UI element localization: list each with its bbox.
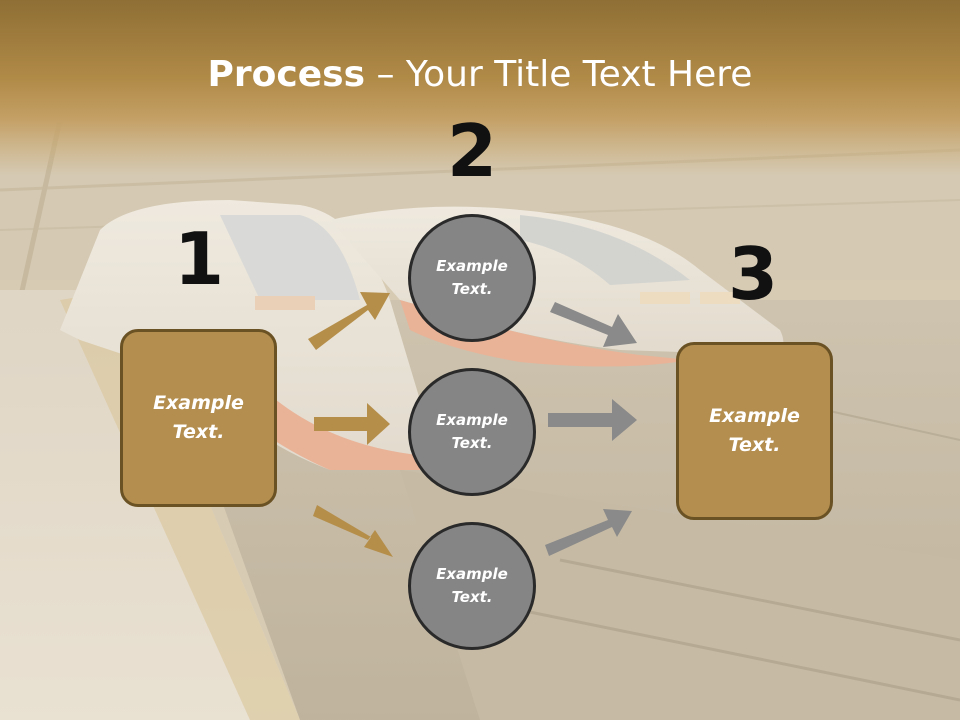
step-3-box-text: Example Text. — [709, 405, 800, 456]
arrow-2-to-3-top — [550, 302, 637, 347]
step-2-circle-middle: Example Text. — [408, 368, 536, 496]
step-number-2: 2 — [446, 109, 498, 193]
title-rest: – Your Title Text Here — [365, 54, 753, 95]
step-number-1: 1 — [173, 217, 225, 301]
title-bold: Process — [207, 54, 366, 95]
arrow-2-to-3-middle — [548, 399, 637, 441]
arrow-1-to-2-top — [308, 292, 390, 350]
step-2-circle-middle-text: Example Text. — [436, 411, 508, 452]
step-2-circle-top: Example Text. — [408, 214, 536, 342]
step-2-circle-bottom: Example Text. — [408, 522, 536, 650]
arrow-1-to-2-middle — [314, 403, 390, 445]
step-3-box: Example Text. — [676, 342, 833, 520]
step-1-box: Example Text. — [120, 329, 277, 507]
step-1-box-text: Example Text. — [153, 392, 244, 443]
step-2-circle-bottom-text: Example Text. — [436, 565, 508, 606]
arrow-2-to-3-bottom — [545, 509, 632, 556]
slide-title: Process – Your Title Text Here — [0, 52, 960, 98]
arrow-1-to-2-bottom — [313, 505, 393, 557]
step-number-3: 3 — [727, 232, 779, 316]
step-2-circle-top-text: Example Text. — [436, 257, 508, 298]
header-band — [0, 0, 960, 175]
